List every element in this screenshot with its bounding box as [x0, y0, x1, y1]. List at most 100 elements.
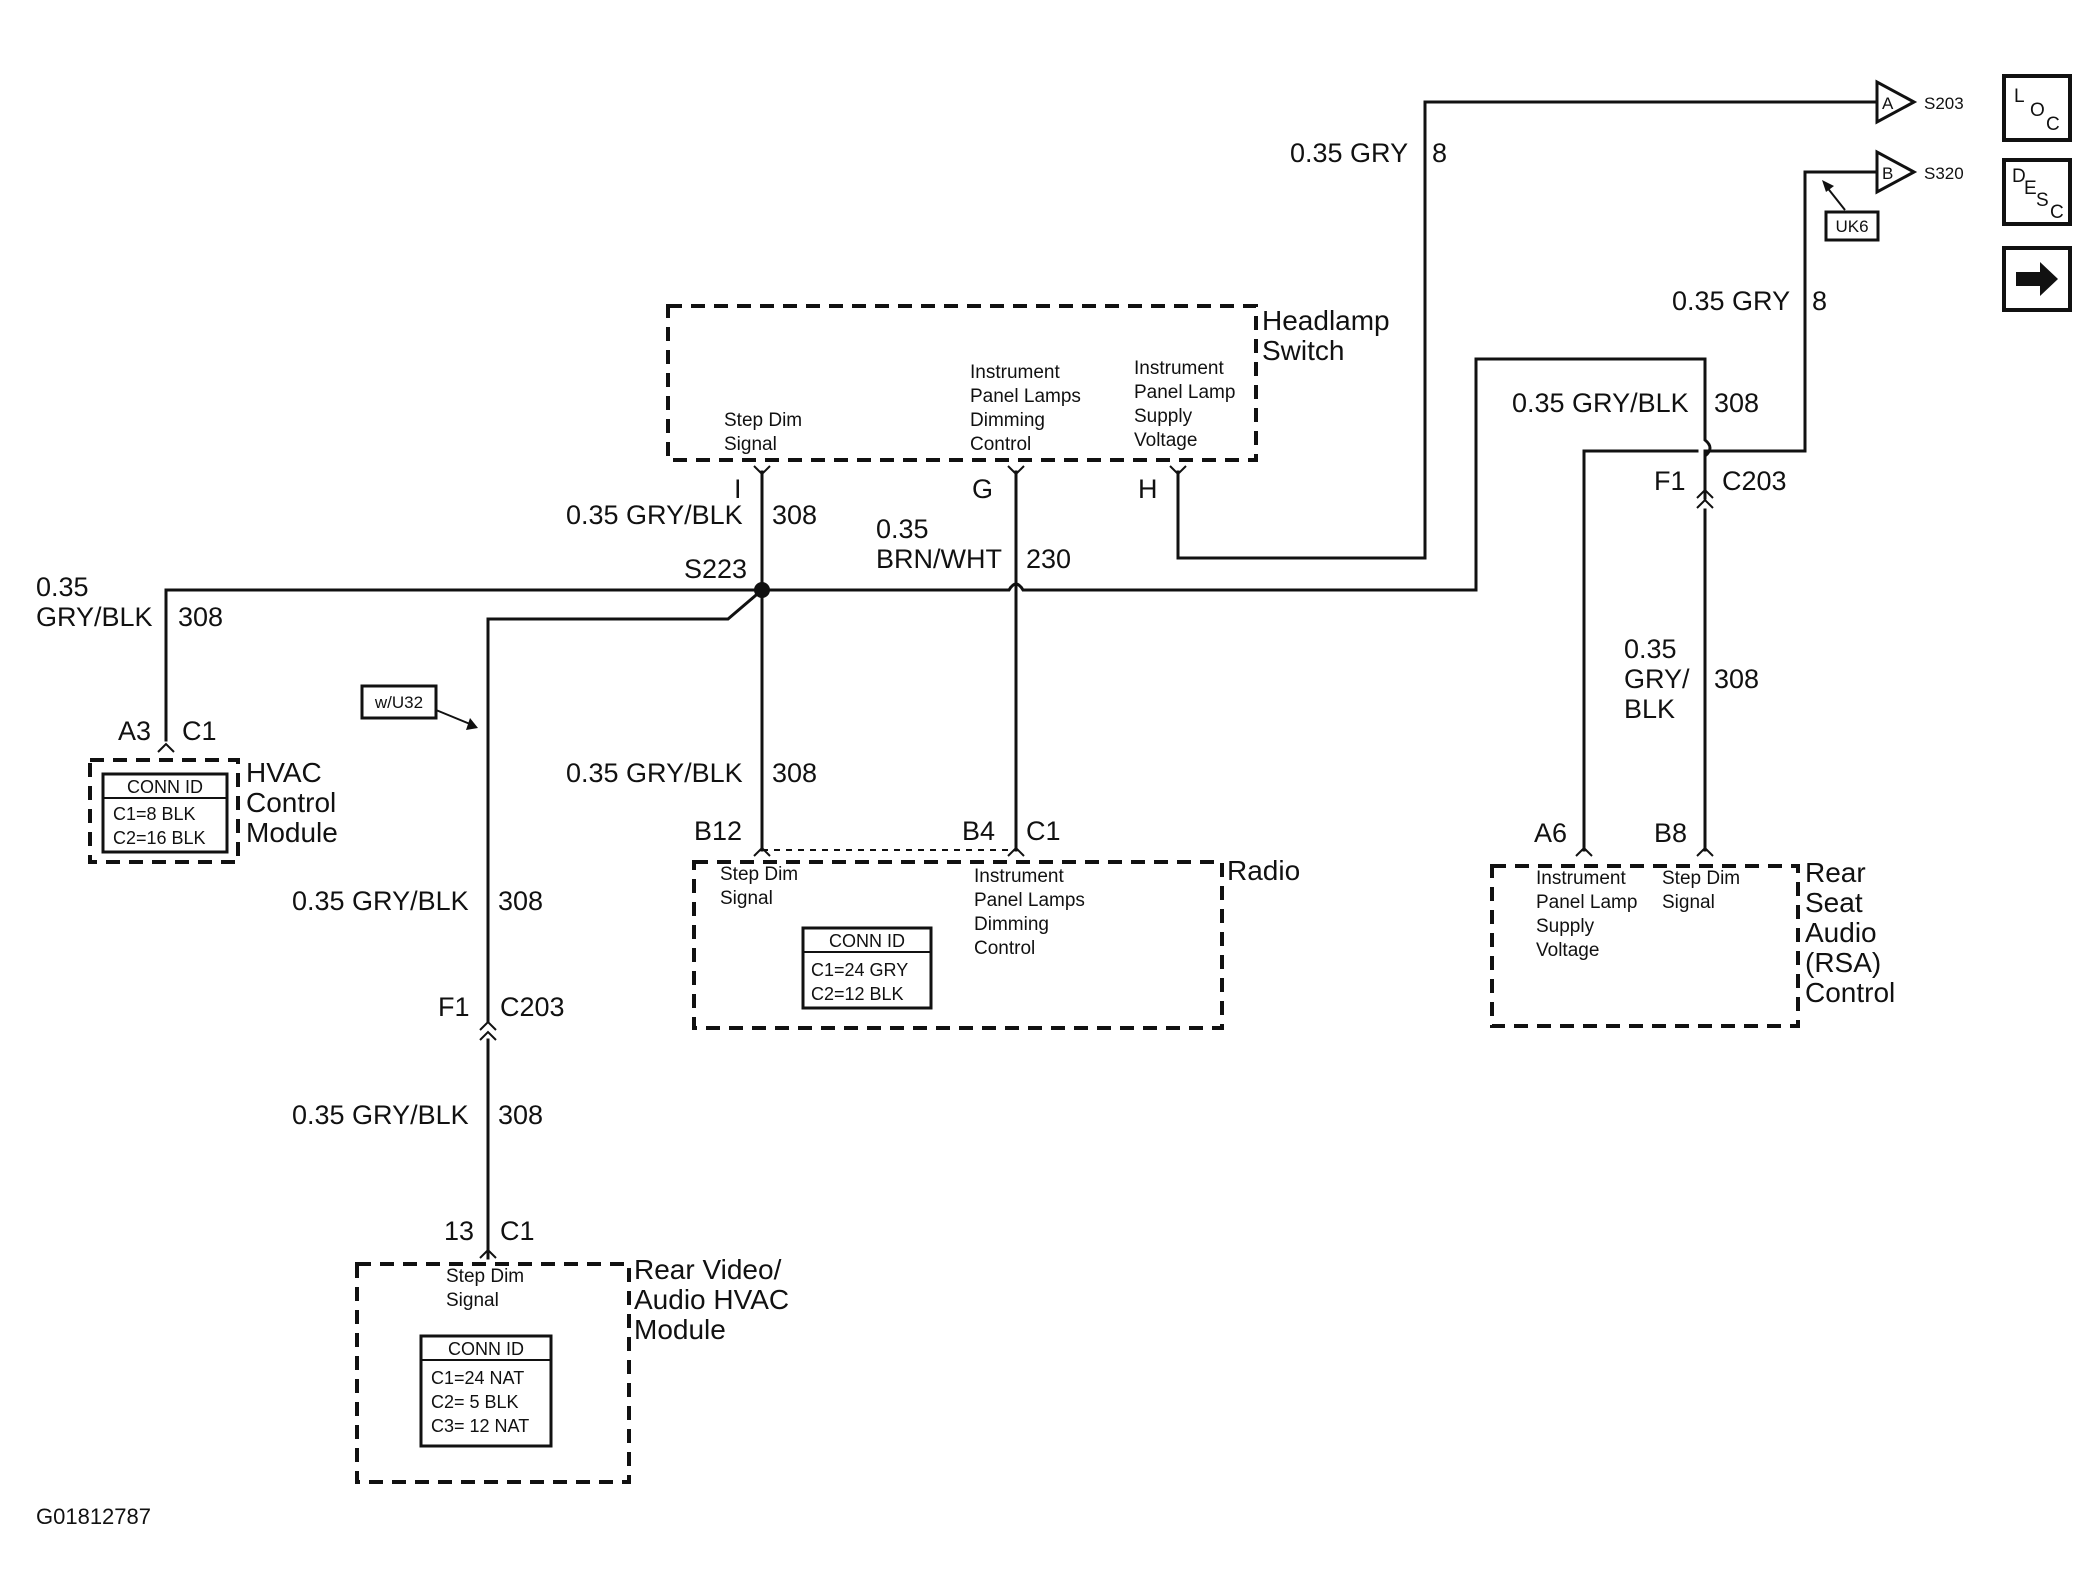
rear-video-conn-id-row: C1=24 NAT [431, 1368, 524, 1388]
wire-label-right-grybl-circuit: 308 [1714, 388, 1759, 418]
c203-right-chevron-bottom [1696, 498, 1714, 509]
offpage-b-s320[interactable]: B S320 [1875, 149, 1964, 195]
wire-label-right-gry: 0.35 GRY [1672, 286, 1790, 316]
wire-label-headlamp-i: 0.35 GRY/BLK [566, 500, 743, 530]
rsa-name: Seat [1805, 887, 1863, 918]
wire-label-brn-wht: 0.35 [876, 514, 929, 544]
wire-label-headlamp-i-circuit: 308 [772, 500, 817, 530]
rsa-b8-label: Signal [1662, 892, 1715, 913]
headlamp-pin-h: H [1138, 474, 1158, 504]
desc-button[interactable]: D E S C [2002, 158, 2072, 226]
pin-markers [157, 465, 1714, 1259]
headlamp-pin-h-label: Voltage [1134, 430, 1197, 451]
rsa-a6-label: Supply [1536, 916, 1595, 937]
hvac-conn-id: CONN ID C1=8 BLK C2=16 BLK [101, 772, 229, 854]
radio-b4-label: Dimming [974, 914, 1049, 935]
pin-marker-rear-video [479, 1248, 497, 1259]
radio-conn-id-title: CONN ID [829, 931, 905, 951]
desc-letter: C [2050, 202, 2064, 223]
wire-label-hvac: 0.35 [36, 572, 89, 602]
wire-label-rv-upper-circuit: 308 [498, 886, 543, 916]
uk6-arrow-line [1825, 185, 1846, 211]
c203-left-chevron-top [479, 1020, 497, 1031]
radio-b4-label: Panel Lamps [974, 890, 1085, 911]
rsa-name: Audio [1805, 917, 1877, 948]
headlamp-switch-name: Headlamp [1262, 305, 1390, 336]
headlamp-pin-h-label: Supply [1134, 406, 1193, 427]
hvac-pin: A3 [118, 716, 151, 746]
rear-video-pin-label: Signal [446, 1290, 499, 1311]
offpage-a-letter: A [1882, 94, 1894, 113]
desc-letter: D [2012, 166, 2026, 187]
offpage-b-letter: B [1882, 164, 1893, 183]
rsa-name: Rear [1805, 857, 1866, 888]
wire-label-radio-b12-circuit: 308 [772, 758, 817, 788]
rear-video-conn: C1 [500, 1216, 535, 1246]
radio-conn: C1 [1026, 816, 1061, 846]
loc-button[interactable]: L O C [2002, 74, 2072, 142]
hvac-conn-id-title: CONN ID [127, 777, 203, 797]
wire-headlamp-h-to-s203 [1176, 100, 1879, 560]
wire-label-hvac: GRY/BLK [36, 602, 153, 632]
hvac-name: Control [246, 787, 336, 818]
rear-video-box [355, 1262, 631, 1484]
radio-b12-label: Signal [720, 888, 773, 909]
wire-label-top-gry-circuit: 8 [1432, 138, 1447, 168]
hvac-conn: C1 [182, 716, 217, 746]
offpage-triangle-icon [1875, 149, 1918, 195]
loc-letter: L [2014, 86, 2025, 107]
right-arrow-icon [2016, 262, 2058, 296]
wire-label-right-grybl: 0.35 GRY/BLK [1512, 388, 1689, 418]
uk6-arrow-head-icon [1822, 180, 1834, 192]
offpage-triangle-icon [1875, 79, 1918, 125]
next-arrow-button[interactable] [2002, 246, 2072, 312]
headlamp-pin-g-label: Dimming [970, 410, 1045, 431]
hvac-conn-id-row: C2=16 BLK [113, 828, 206, 848]
wire-label-rsa-b8: BLK [1624, 694, 1675, 724]
loc-letter: C [2046, 114, 2060, 135]
wire-label-brn-wht: BRN/WHT [876, 544, 1002, 574]
headlamp-pin-i: I [734, 474, 742, 504]
offpage-a-s203[interactable]: A S203 [1875, 79, 1964, 125]
headlamp-pin-h-label: Panel Lamp [1134, 382, 1235, 403]
headlamp-pin-i-label: Step Dim [724, 410, 802, 431]
u32-arrow-head-icon [466, 718, 478, 730]
pin-marker-radio-b12 [753, 846, 771, 857]
c203-left-chevron-bottom [479, 1030, 497, 1041]
hvac-module-box [88, 758, 240, 864]
pin-marker-rsa-a6 [1575, 846, 1593, 857]
rsa-pin-b8: B8 [1654, 818, 1687, 848]
splice-s223-label: S223 [684, 554, 747, 584]
rsa-name: Control [1805, 977, 1895, 1008]
rear-video-name: Audio HVAC [634, 1284, 789, 1315]
hvac-name: HVAC [246, 757, 322, 788]
radio-pin-b12: B12 [694, 816, 742, 846]
uk6-label: UK6 [1835, 217, 1868, 236]
wire-label-right-gry-circuit: 8 [1812, 286, 1827, 316]
rear-video-pin-label: Step Dim [446, 1266, 524, 1287]
rsa-a6-label: Instrument [1536, 868, 1626, 889]
wire-label-hvac-circuit: 308 [178, 602, 223, 632]
wire-s223-to-rear-video [486, 587, 765, 1024]
rsa-a6-label: Panel Lamp [1536, 892, 1637, 913]
c203-left-pin: F1 [438, 992, 470, 1022]
u32-option-tag: w/U32 [360, 684, 478, 730]
rear-video-name: Rear Video/ [634, 1254, 782, 1285]
wire-label-rsa-b8: 0.35 [1624, 634, 1677, 664]
splice-s223-dot [754, 582, 770, 598]
pin-marker-radio-b4 [1007, 846, 1025, 857]
wire-label-rv-lower: 0.35 GRY/BLK [292, 1100, 469, 1130]
wire-label-rsa-b8: GRY/ [1624, 664, 1690, 694]
pin-marker-headlamp-g [1007, 465, 1025, 476]
rear-video-conn-id-row: C3= 12 NAT [431, 1416, 529, 1436]
wire-label-top-gry: 0.35 GRY [1290, 138, 1408, 168]
headlamp-pin-i-label: Signal [724, 434, 777, 455]
c203-right-pin: F1 [1654, 466, 1686, 496]
offpage-a-splice: S203 [1924, 94, 1964, 113]
headlamp-pin-h-label: Instrument [1134, 358, 1224, 379]
radio-conn-id-row: C2=12 BLK [811, 984, 904, 1004]
u32-label: w/U32 [374, 693, 423, 712]
offpage-b-splice: S320 [1924, 164, 1964, 183]
wire-label-radio-b12: 0.35 GRY/BLK [566, 758, 743, 788]
headlamp-pin-g-label: Panel Lamps [970, 386, 1081, 407]
